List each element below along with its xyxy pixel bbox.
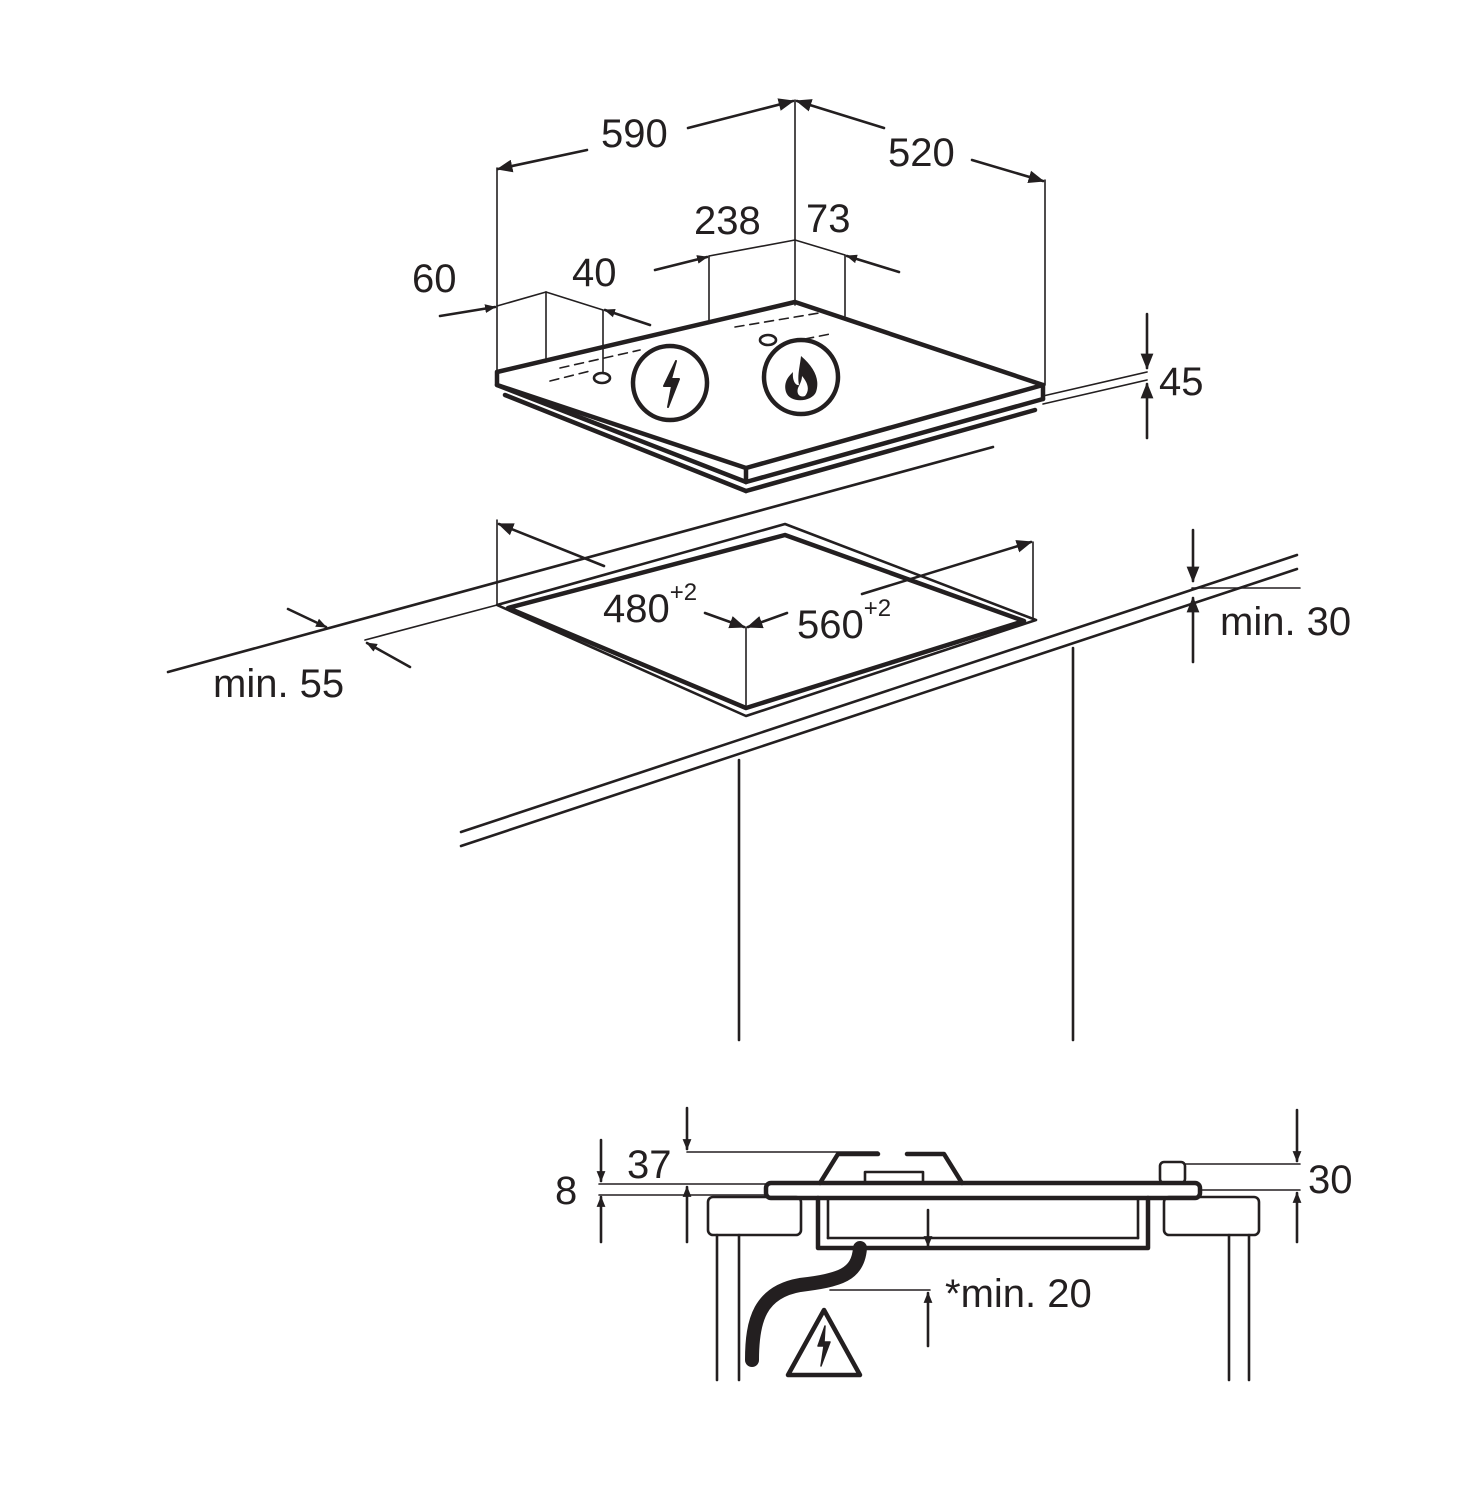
- hob-perspective: [494, 99, 1148, 494]
- label-73: 73: [806, 197, 851, 241]
- dimension-labels: 590 520 238 73 60 40 45 480+2 560+2 min.…: [213, 112, 1353, 1316]
- label-37: 37: [627, 1143, 672, 1187]
- electric-warning-icon: [785, 1307, 863, 1378]
- label-30: 30: [1308, 1158, 1353, 1202]
- label-238: 238: [694, 199, 761, 243]
- hob-dimension-lines: [438, 98, 1154, 440]
- label-520: 520: [888, 131, 955, 175]
- gas-flame-icon: [761, 337, 841, 417]
- worktop-cutout: [166, 445, 1301, 1042]
- label-590: 590: [601, 112, 668, 156]
- label-8: 8: [555, 1169, 577, 1213]
- side-section: [596, 1106, 1302, 1382]
- label-40: 40: [572, 251, 617, 295]
- electric-supply-icon: [630, 343, 710, 423]
- label-560: 560+2: [797, 595, 891, 647]
- label-45: 45: [1159, 360, 1204, 404]
- label-60: 60: [412, 257, 457, 301]
- label-min-55: min. 55: [213, 662, 344, 706]
- label-min-30: min. 30: [1220, 600, 1351, 644]
- label-min-20: *min. 20: [945, 1272, 1092, 1316]
- label-480: 480+2: [603, 579, 697, 631]
